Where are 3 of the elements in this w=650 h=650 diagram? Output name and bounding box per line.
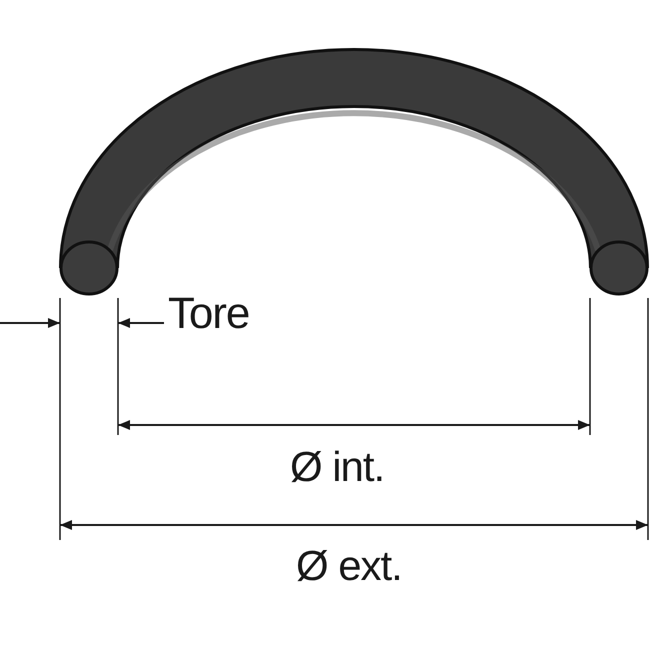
dimension-label: Ø ext. <box>296 545 402 587</box>
dimension-label: Ø int. <box>290 446 384 488</box>
dimension-label: Tore <box>168 292 250 336</box>
